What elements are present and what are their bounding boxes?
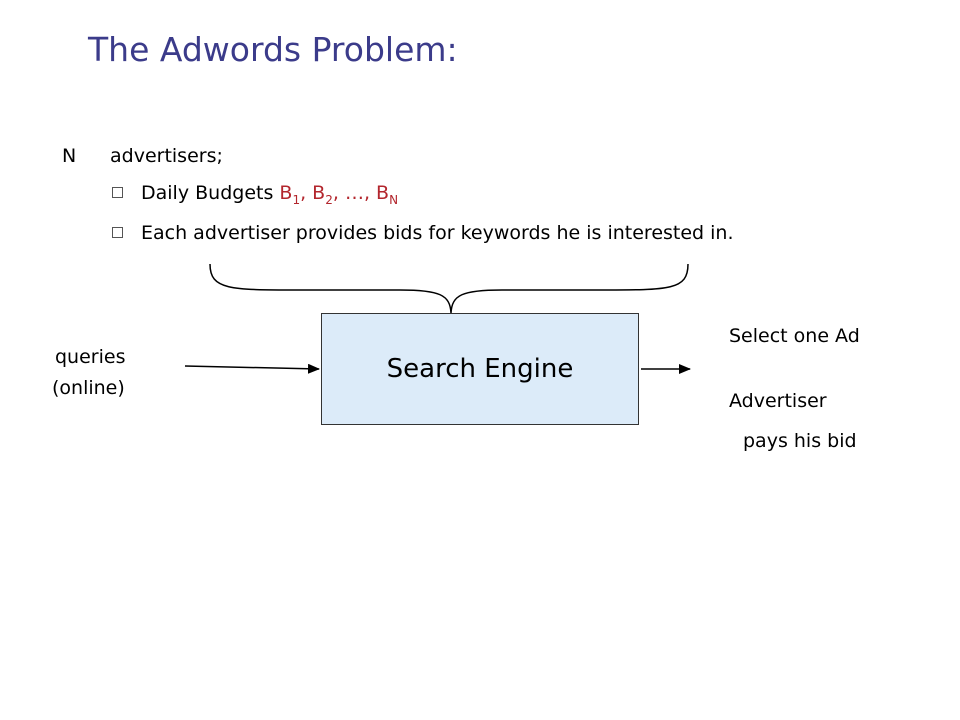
budget-b1: B <box>279 182 293 204</box>
bids-text: Each advertiser provides bids for keywor… <box>141 222 734 244</box>
budgets-bullet: Daily Budgets B1, B2, …, BN <box>112 182 398 207</box>
budget-b1-sub: 1 <box>292 192 301 207</box>
budget-sep2: , …, <box>332 182 377 204</box>
curly-brace <box>209 263 689 314</box>
online-label: (online) <box>52 377 125 399</box>
budget-bn: B <box>376 182 390 204</box>
budget-sep1: , <box>300 182 313 204</box>
budgets-prefix: Daily Budgets <box>141 182 280 204</box>
advertiser-label: Advertiser <box>729 390 827 412</box>
search-engine-label: Search Engine <box>386 354 574 384</box>
budget-bn-sub: N <box>389 192 399 207</box>
n-symbol: N <box>62 145 77 167</box>
square-bullet-icon <box>112 187 123 198</box>
bids-bullet: Each advertiser provides bids for keywor… <box>112 222 734 244</box>
input-arrow <box>184 363 320 374</box>
square-bullet-icon <box>112 227 123 238</box>
budget-list: B1, B2, …, BN <box>279 182 399 207</box>
budget-b2-sub: 2 <box>325 192 333 207</box>
advertisers-text: advertisers; <box>110 145 223 167</box>
search-engine-box: Search Engine <box>321 313 639 425</box>
select-ad-label: Select one Ad <box>729 325 860 347</box>
slide-title: The Adwords Problem: <box>88 30 458 69</box>
pays-bid-label: pays his bid <box>743 430 857 452</box>
queries-label: queries <box>55 346 126 368</box>
budget-b2: B <box>312 182 326 204</box>
